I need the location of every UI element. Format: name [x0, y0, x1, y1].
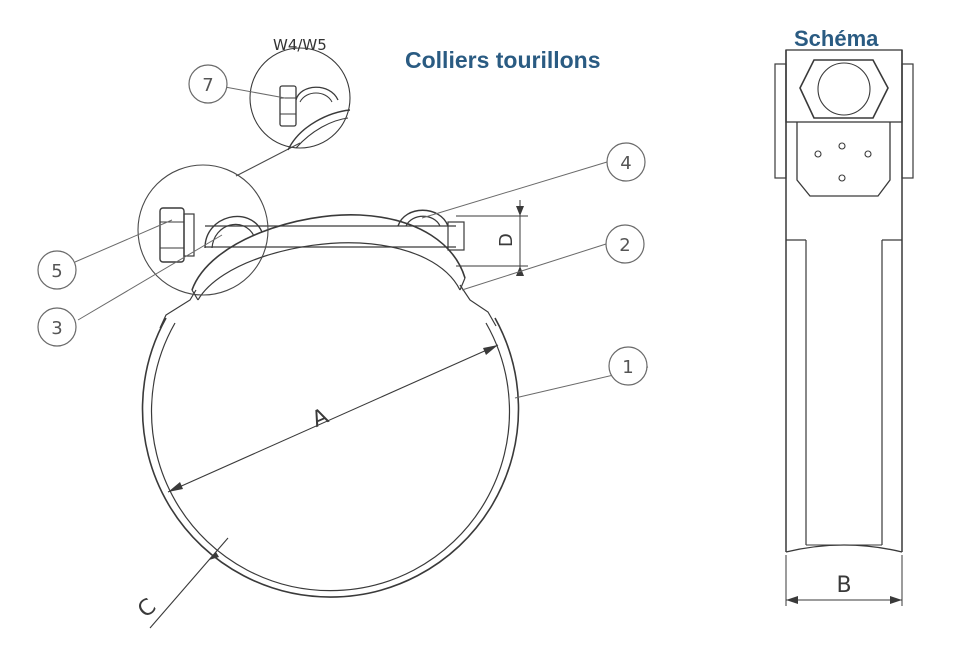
callout-2: 2 [605, 224, 645, 264]
lug-right [459, 284, 497, 327]
detail-circle-w4w5 [249, 47, 351, 151]
dimension-d-label: D [496, 233, 517, 247]
dimension-a-label: A [308, 404, 332, 433]
detail-circle-main [137, 142, 301, 296]
callout-5-label: 5 [51, 261, 62, 282]
dimension-a [167, 344, 499, 493]
main-title: Colliers tourillons [405, 47, 601, 73]
callout-4-label: 4 [620, 153, 631, 174]
band-outer [141, 317, 520, 598]
nut-left [159, 207, 185, 263]
dimension-c-label: C [133, 594, 161, 623]
side-bolt-hex [799, 59, 889, 119]
trunnion-left [204, 215, 263, 249]
callout-3-label: 3 [51, 318, 62, 339]
dimension-d [456, 200, 528, 276]
dimension-b-label: B [836, 573, 851, 598]
trunnion-right [397, 209, 449, 227]
clamp-front-view [141, 207, 520, 598]
side-plate [796, 122, 891, 197]
callout-1-label: 1 [622, 357, 633, 378]
schema-title: Schéma [794, 26, 879, 51]
bolt-end-right [447, 221, 465, 251]
bridge-inner [197, 242, 461, 301]
callout-7: 7 [188, 64, 228, 104]
dimension-c [149, 537, 229, 629]
band-inner [150, 322, 511, 592]
washer-left [183, 213, 195, 257]
callout-1: 1 [608, 346, 648, 386]
callout-7-label: 7 [202, 75, 213, 96]
detail-link-line [235, 142, 301, 177]
callout-2-label: 2 [619, 235, 630, 256]
callout-5: 5 [37, 250, 77, 290]
lug-left [159, 289, 197, 329]
clamp-side-view [774, 49, 914, 606]
dimension-b-arrow-left [786, 596, 798, 604]
callout-3: 3 [37, 307, 77, 347]
callout-4: 4 [606, 142, 646, 182]
dimension-b-arrow-right [890, 596, 902, 604]
